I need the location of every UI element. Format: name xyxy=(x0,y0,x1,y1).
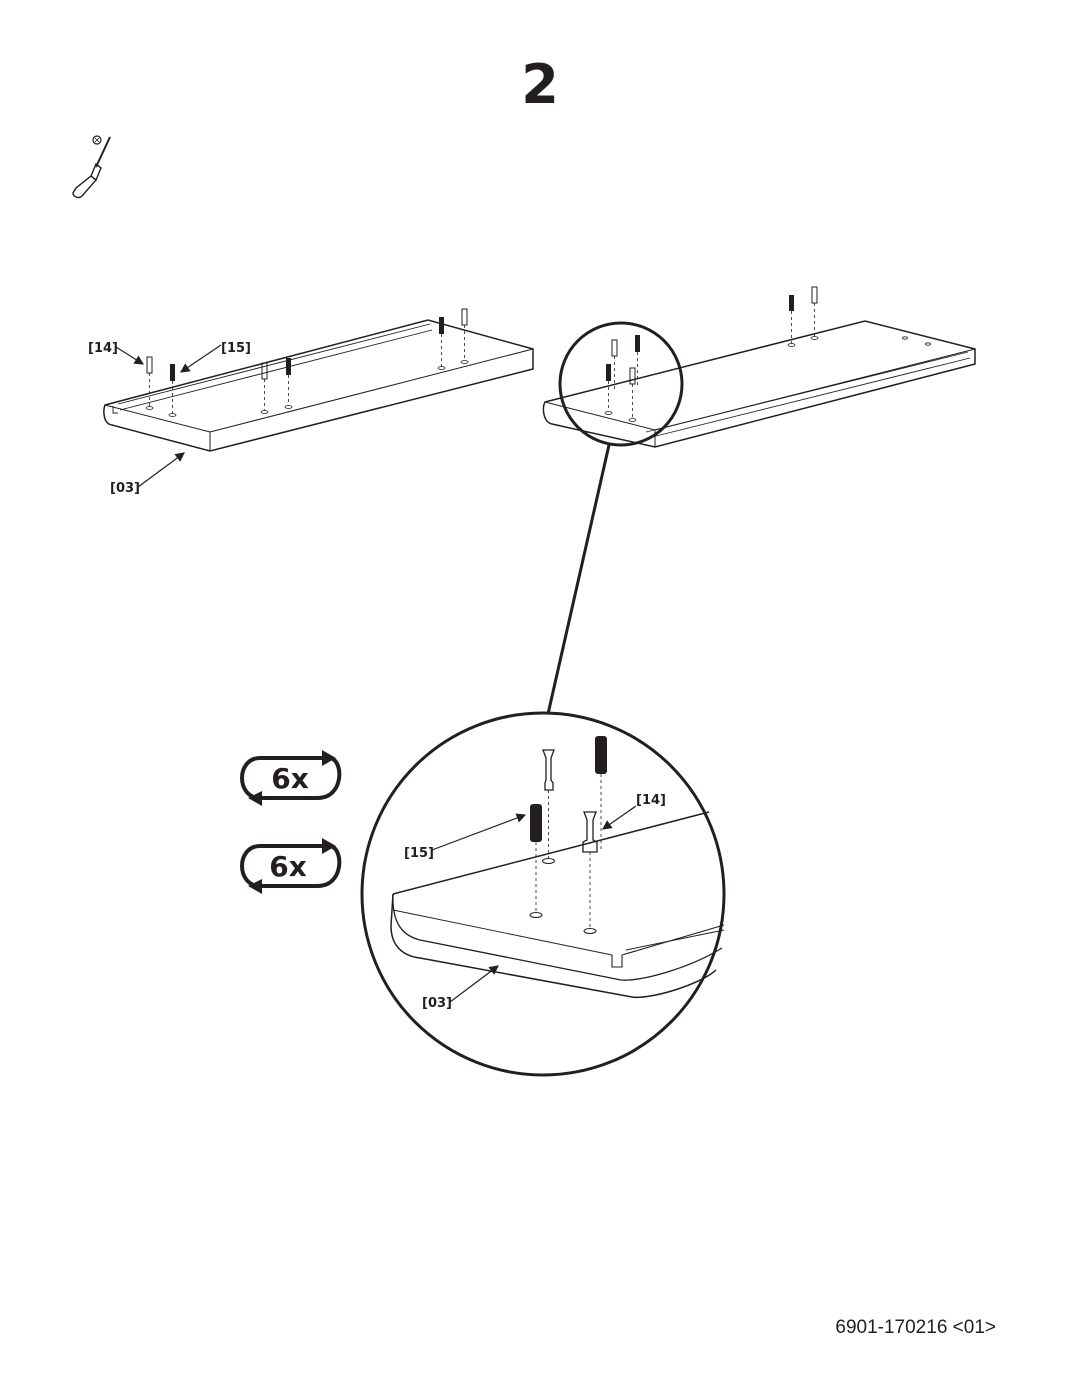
wooden-dowel-left-2 xyxy=(284,358,293,409)
cam-lock-bolt-zoom-1 xyxy=(542,749,555,864)
arrow-wooden-dowel xyxy=(180,344,222,373)
label-shelf-panel-zoom: [03] xyxy=(422,996,452,1011)
quantity-badge-wooden-dowel: 6x xyxy=(240,838,342,894)
arrow-cam-lock-bolt xyxy=(115,346,145,365)
cam-lock-bolt-left-2 xyxy=(260,362,269,414)
cam-lock-bolt-right-2 xyxy=(611,339,618,392)
wooden-dowel-left-3 xyxy=(437,317,446,370)
wooden-dowel-right-2 xyxy=(635,335,640,388)
arrow-shelf-panel-zoom xyxy=(449,965,499,1003)
quantity-badge-cam-lock-bolt: 6x xyxy=(240,750,342,806)
detail-marker-circle xyxy=(558,321,684,447)
cam-lock-bolt-left-3 xyxy=(460,308,469,364)
detail-connector-line xyxy=(546,444,611,715)
arrow-cam-lock-bolt-zoom xyxy=(602,805,637,830)
label-cam-lock-bolt: [14] xyxy=(88,341,118,356)
shelf-panel-right xyxy=(542,320,976,448)
wooden-dowel-zoom-2 xyxy=(529,804,543,918)
label-shelf-panel: [03] xyxy=(110,481,140,496)
label-wooden-dowel: [15] xyxy=(221,341,251,356)
shelf-panel-zoom xyxy=(390,811,725,999)
document-code: 6901-170216 <01> xyxy=(835,1317,996,1338)
cam-lock-bolt-left-1 xyxy=(145,356,154,410)
wooden-dowel-right-1 xyxy=(787,295,796,347)
wooden-dowel-right-3 xyxy=(604,364,613,415)
cam-lock-bolt-right-3 xyxy=(628,367,637,422)
screwdriver-icon xyxy=(72,135,111,199)
arrow-wooden-dowel-zoom xyxy=(431,813,527,851)
quantity-wooden-dowel: 6x xyxy=(269,850,307,883)
shelf-panel-left xyxy=(103,319,534,452)
detail-zoom-circle xyxy=(360,711,726,1077)
label-cam-lock-bolt-zoom: [14] xyxy=(636,793,666,808)
arrow-shelf-panel xyxy=(137,452,185,488)
label-wooden-dowel-zoom: [15] xyxy=(404,846,434,861)
cam-lock-bolt-right-1 xyxy=(810,286,819,340)
quantity-cam-lock-bolt: 6x xyxy=(271,762,309,795)
cam-lock-bolt-zoom-2 xyxy=(582,811,598,934)
wooden-dowel-left-1 xyxy=(168,364,177,417)
step-number: 2 xyxy=(521,53,559,116)
wooden-dowel-zoom-1 xyxy=(595,736,607,850)
